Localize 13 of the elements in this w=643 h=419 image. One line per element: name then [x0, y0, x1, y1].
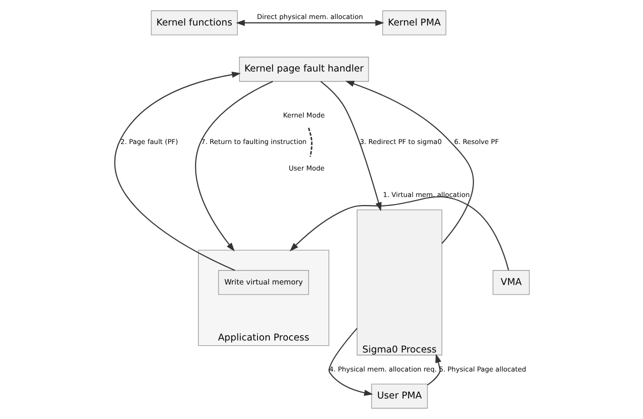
node-box: VMA: [492, 270, 530, 295]
arrow: [194, 80, 273, 252]
arrow: [426, 354, 441, 386]
node-box: Kernel page fault handler: [238, 56, 368, 82]
node-box: Sigma0 Process: [356, 210, 442, 356]
arrow: [114, 72, 240, 271]
node-box: Kernel PMA: [382, 10, 446, 36]
node-box: Kernel functions: [150, 10, 238, 36]
arrow: [328, 328, 373, 396]
arrow: [289, 196, 509, 270]
arrow: [235, 20, 384, 26]
node-box: User PMA: [370, 384, 428, 409]
arrow: [344, 80, 474, 244]
